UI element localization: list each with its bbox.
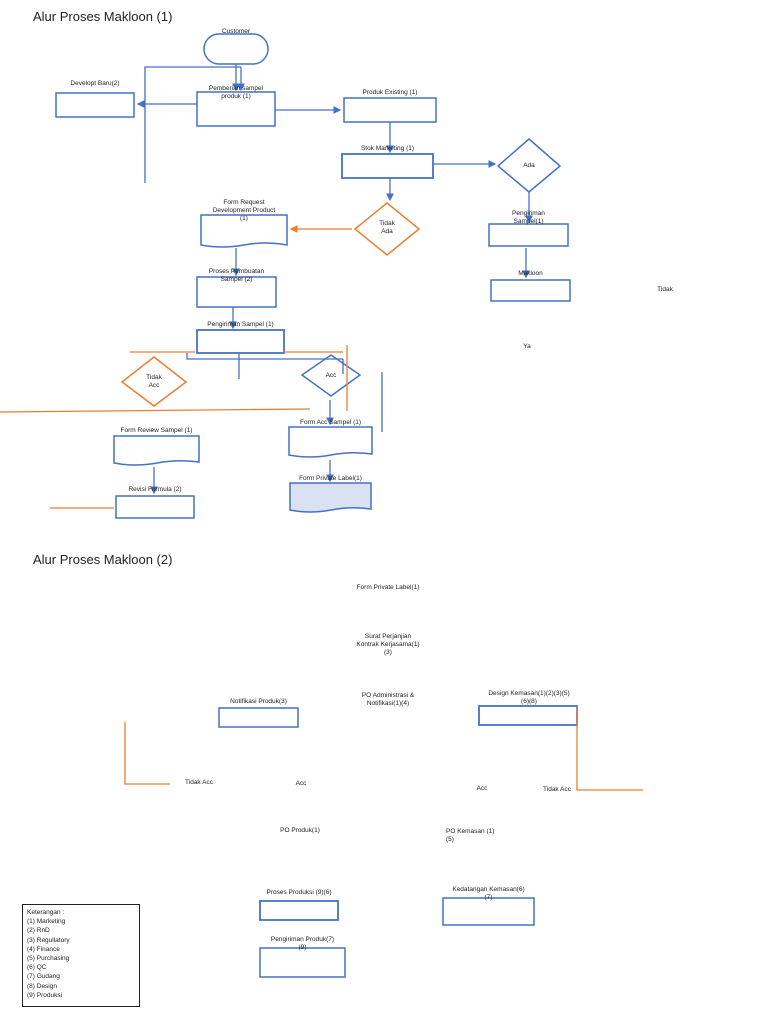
produk-existing-label: Produk Existing (1): [362, 89, 418, 96]
section2-orange-connectors: [124, 707, 643, 791]
tidak-acc-label: Tidak Acc: [146, 374, 162, 389]
pengiriman-sampel-label: Pengiriman Sampel (1): [207, 321, 274, 328]
form-private2-label: Form Private Label(1): [356, 584, 420, 591]
pemberian-sampel-box: [196, 91, 276, 127]
customer-label: Customer: [221, 28, 251, 35]
pengiriman-sampel-top-box: [488, 223, 569, 247]
form-review-label: Form Review Sampel (1): [120, 427, 193, 434]
section2-title: Alur Proses Makloon (2): [33, 552, 173, 567]
develop-baru-box: [55, 92, 135, 118]
pengiriman-sampel-box: [196, 329, 285, 354]
customer-terminator: [203, 33, 269, 65]
proses-pembuatan-box: [196, 276, 277, 308]
pemberian-sampel-label: Pemberian sampel produk (1): [208, 85, 264, 100]
proses-produksi-box: [259, 900, 339, 921]
section1-connectors: [136, 64, 533, 495]
surat-perjanjian-label: Surat Perjanjian Kontrak Kerjasama(1) (3…: [356, 633, 420, 656]
proses-produksi-label: Proses Produksi (9)(6): [266, 889, 332, 896]
acc-label: Acc: [325, 372, 337, 379]
form-acc-document: [288, 426, 373, 458]
form-request-document: [200, 214, 288, 248]
acc-decision: [300, 354, 362, 397]
legend-item: (9) Produksi: [27, 991, 63, 999]
tidak-acc-left-label: Tidak Acc: [185, 779, 213, 786]
legend-title: Keterangan :: [27, 909, 65, 916]
section1-title: Alur Proses Makloon (1): [33, 9, 173, 24]
notifikasi-produk-label: Notifikasi Produk(3): [230, 698, 287, 705]
legend-box: Keterangan : (1) Marketing (2) RnD (3) R…: [22, 904, 140, 1007]
pengiriman-sampel-top-label: Pengiriman Sampel(1): [512, 210, 545, 225]
makloon-box: [490, 279, 571, 302]
makloon-label: Makloon: [518, 270, 543, 277]
tidak-ada-decision: [353, 202, 421, 256]
stok-marketing-box: [341, 153, 434, 179]
legend-item: (2) RnD: [27, 927, 50, 935]
po-administrasi-label: PO Administrasi & Notifikasi(1)(4): [361, 692, 415, 707]
acc-left-label: Acc: [295, 780, 307, 787]
legend-item: (6) QC: [27, 964, 47, 972]
section1-orange-connectors: [0, 225, 352, 509]
form-request-label: Form Request Development Product (1): [212, 199, 276, 222]
legend-item: (7) Gudang: [27, 973, 60, 981]
revisi-formula-label: Revisi Formula (2): [128, 486, 182, 493]
ya-label: Ya: [523, 343, 531, 350]
tidak-acc-decision: [120, 356, 188, 407]
legend-item: (3) Regullatory: [27, 936, 70, 944]
produk-existing-box: [343, 97, 437, 123]
revisi-formula-box: [115, 495, 195, 519]
legend-item: (1) Marketing: [27, 918, 66, 926]
kedatangan-kemasan-box: [442, 897, 535, 926]
legend-item: (5) Purchasing: [27, 955, 70, 963]
po-produk-label: PO Produk(1): [280, 827, 320, 834]
develop-baru-label: Developt Baru(2): [70, 80, 120, 87]
ada-label: Ada: [523, 162, 535, 169]
pengiriman-produk-box: [259, 947, 346, 978]
tidak-ada-label: Tidak Ada: [379, 220, 395, 235]
tidak-acc-right-label: Tidak Acc: [543, 786, 571, 793]
form-private-document: [289, 482, 372, 513]
design-kemasan-label: Design Kemasan(1)(2)(3)(5) (6)(8): [488, 690, 570, 705]
notifikasi-produk-box: [218, 707, 299, 728]
legend-item: (8) Design: [27, 982, 57, 990]
form-private-label: Form Private Label(1): [299, 475, 362, 482]
design-kemasan-box: [478, 705, 578, 726]
proses-pembuatan-label: Proses Pembuatan Sampel (2): [208, 268, 265, 283]
po-kemasan-label: PO Kemasan (1) (5): [446, 828, 495, 843]
form-acc-label: Form Acc Sampel (1): [299, 419, 362, 426]
form-review-document: [113, 435, 200, 466]
legend-item: (4) Finance: [27, 945, 60, 953]
pengiriman-produk-label: Pengiriman Produk(7) (9): [270, 936, 335, 951]
tidak-right-label: Tidak: [657, 286, 673, 293]
kedatangan-kemasan-label: Kedatangan Kemasan(6) (7): [452, 886, 525, 901]
stok-marketing-label: Stok Marketing (1): [360, 145, 415, 152]
acc-right-label: Acc: [476, 785, 488, 792]
